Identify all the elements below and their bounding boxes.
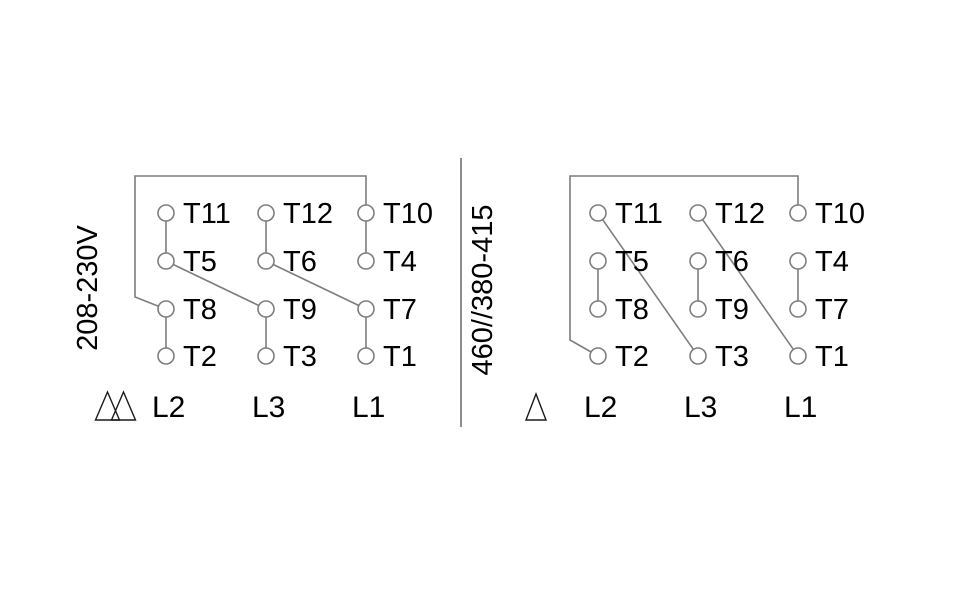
terminal-circle-t6 xyxy=(689,252,707,270)
diagram-high-voltage: T11 T12 T10 T5 T6 T4 T8 T9 T7 T2 T3 T1 L… xyxy=(467,175,865,424)
terminal-label: T1 xyxy=(815,341,849,373)
terminal-label: T6 xyxy=(715,246,749,278)
terminal-circle-t3 xyxy=(257,347,275,365)
terminal-circle-t5 xyxy=(589,252,607,270)
terminal-label: T11 xyxy=(615,198,663,230)
terminal-label: T8 xyxy=(615,294,649,326)
line-lead-label: L3 xyxy=(684,391,717,424)
delta-triangle-icon xyxy=(94,390,121,421)
line-lead-label: L3 xyxy=(252,391,285,424)
terminal-label: T8 xyxy=(183,294,217,326)
terminal-label: T3 xyxy=(283,341,317,373)
delta-triangle-icon xyxy=(110,390,137,421)
terminal-label: T9 xyxy=(283,294,317,326)
wire-t6-t7 xyxy=(272,263,360,307)
terminal-label: T2 xyxy=(183,341,217,373)
bus-wire-t10-t8 xyxy=(134,175,367,307)
terminal-circle-t10 xyxy=(789,204,807,222)
wire-t11-t3 xyxy=(601,219,695,350)
voltage-label: 460//380-415 xyxy=(467,205,499,376)
terminal-circle-t7 xyxy=(789,300,807,318)
line-lead-label: L1 xyxy=(352,391,385,424)
terminal-circle-t12 xyxy=(689,204,707,222)
terminal-label: T3 xyxy=(715,341,749,373)
terminal-label: T9 xyxy=(715,294,749,326)
terminal-label: T6 xyxy=(283,246,317,278)
voltage-label: 208-230V xyxy=(72,224,104,350)
terminal-label: T12 xyxy=(715,198,765,230)
line-lead-label: L2 xyxy=(152,391,185,424)
wire-t12-t1 xyxy=(701,219,795,350)
terminal-label: T5 xyxy=(615,246,649,278)
delta-triangle-icon xyxy=(524,392,548,421)
terminal-label: T4 xyxy=(815,246,849,278)
terminal-circle-t1 xyxy=(357,347,375,365)
terminal-label: T10 xyxy=(383,198,433,230)
line-lead-label: L1 xyxy=(784,391,817,424)
terminal-circle-t9 xyxy=(689,300,707,318)
wire-t5-t9 xyxy=(172,263,260,307)
terminal-circle-t6 xyxy=(257,252,275,270)
terminal-label: T2 xyxy=(615,341,649,373)
terminal-circle-t8 xyxy=(589,300,607,318)
terminal-circle-t9 xyxy=(257,300,275,318)
terminal-circle-t7 xyxy=(357,300,375,318)
double-delta-icon xyxy=(94,390,137,421)
terminal-circle-t11 xyxy=(589,204,607,222)
diagram-low-voltage: T11 T12 T10 T5 T6 T4 T8 T9 T7 T2 T3 T1 L… xyxy=(72,175,433,424)
terminal-label: T12 xyxy=(283,198,333,230)
bus-wire-t10-t2 xyxy=(569,175,799,353)
terminal-circle-t12 xyxy=(257,204,275,222)
line-lead-label: L2 xyxy=(584,391,617,424)
terminal-circle-t8 xyxy=(157,300,175,318)
terminal-label: T5 xyxy=(183,246,217,278)
terminal-circle-t4 xyxy=(357,252,375,270)
terminal-circle-t2 xyxy=(589,347,607,365)
terminal-circle-t2 xyxy=(157,347,175,365)
terminal-circle-t10 xyxy=(357,204,375,222)
terminal-label: T4 xyxy=(383,246,417,278)
terminal-label: T10 xyxy=(815,198,865,230)
delta-icon xyxy=(524,392,548,421)
terminal-label: T11 xyxy=(183,198,231,230)
terminal-circle-t5 xyxy=(157,252,175,270)
terminal-circle-t3 xyxy=(689,347,707,365)
terminal-label: T7 xyxy=(383,294,417,326)
terminal-label: T1 xyxy=(383,341,417,373)
terminal-circle-t4 xyxy=(789,252,807,270)
terminal-label: T7 xyxy=(815,294,849,326)
terminal-circle-t11 xyxy=(157,204,175,222)
terminal-circle-t1 xyxy=(789,347,807,365)
